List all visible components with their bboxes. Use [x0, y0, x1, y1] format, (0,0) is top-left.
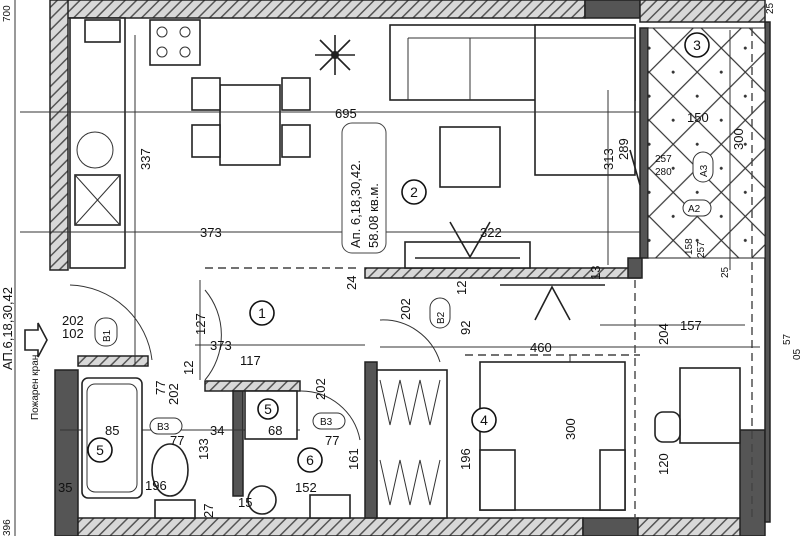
- dim: 35: [58, 480, 72, 495]
- area-label: 58.08 кв.м.: [366, 183, 381, 248]
- dim: 92: [458, 321, 473, 335]
- entrance-arrow-icon: [24, 322, 48, 358]
- dim: 695: [335, 106, 357, 121]
- dim: 77: [153, 381, 168, 395]
- dim: 150: [687, 110, 709, 125]
- room-number: 5: [96, 442, 104, 458]
- hydrant-label: Пожарен кран: [30, 355, 41, 420]
- apartment-label-box: [341, 122, 387, 254]
- apartment-label: Ап. 6,18,30,42.: [348, 160, 363, 248]
- dim: 12: [454, 281, 469, 295]
- tv-unit: [404, 221, 605, 321]
- room-number: 3: [693, 37, 701, 53]
- dim: 196: [458, 448, 473, 470]
- dim: 133: [196, 438, 211, 460]
- room-number: 4: [480, 412, 488, 428]
- toilet: [151, 443, 189, 497]
- dim: 257: [696, 241, 707, 258]
- dim: 25: [720, 266, 731, 278]
- dim: 289: [616, 138, 631, 160]
- dim: 204: [656, 323, 671, 345]
- dim: 313: [601, 148, 616, 170]
- door-tags: B1 B2 B3 B3 A3 A2: [94, 151, 714, 435]
- coffee-table: [439, 126, 501, 188]
- dim: 05: [792, 348, 800, 360]
- water-heater: [309, 494, 351, 519]
- bathtub: [81, 377, 143, 499]
- dim: 158: [684, 238, 695, 255]
- dim: 157: [680, 318, 702, 333]
- door-tag: B3: [320, 417, 333, 428]
- dim: 202: [313, 378, 328, 400]
- dim: 161: [346, 448, 361, 470]
- door-tag: A2: [688, 204, 701, 215]
- dining-table: [191, 77, 311, 166]
- room-markers: 1 2 3 4 5 6 5: [87, 32, 710, 473]
- dim: 373: [200, 225, 222, 240]
- dim: 77: [170, 433, 184, 448]
- dim: 300: [731, 128, 746, 150]
- dim: 196: [145, 478, 167, 493]
- plant-icon: [315, 35, 355, 75]
- dim: 700: [2, 5, 13, 22]
- wardrobe: [376, 369, 448, 519]
- dim: 322: [480, 225, 502, 240]
- dim: 117: [240, 353, 261, 368]
- dim: 202: [398, 298, 413, 320]
- dim: 102: [62, 326, 84, 341]
- door-tag: B2: [436, 311, 447, 324]
- dim: 460: [530, 340, 552, 355]
- dim: 396: [2, 519, 13, 536]
- dim: 127: [193, 313, 208, 335]
- dim: 280: [655, 167, 672, 178]
- dim: 12: [181, 361, 196, 375]
- dim: 27: [201, 504, 216, 518]
- dim: 57: [782, 333, 793, 345]
- room-number: 2: [410, 184, 418, 200]
- dim: 300: [563, 418, 578, 440]
- dim: 202: [62, 313, 84, 328]
- dim: 373: [210, 338, 232, 353]
- room-number: 6: [306, 452, 314, 468]
- sofa: [389, 24, 636, 176]
- side-label: АП.6,18,30,42: [0, 287, 15, 370]
- door-tag: A3: [699, 164, 710, 177]
- dim: 85: [105, 423, 119, 438]
- sink: [154, 499, 196, 519]
- door-swings: [69, 149, 641, 441]
- dim: 13: [588, 266, 603, 280]
- dim: 15: [238, 495, 252, 510]
- desk: [654, 367, 741, 444]
- dim: 337: [138, 148, 153, 170]
- washing-machine: [247, 485, 277, 515]
- dim: 24: [344, 276, 359, 290]
- kitchen-counter: [69, 17, 201, 269]
- dim: 68: [268, 423, 282, 438]
- balcony-tile-floor: [647, 27, 766, 259]
- dim: 120: [656, 453, 671, 475]
- dim: 257: [655, 154, 672, 165]
- dim: 77: [325, 433, 339, 448]
- bed: [479, 361, 626, 511]
- dim: 202: [166, 383, 181, 405]
- door-tag: B1: [102, 329, 113, 342]
- dim: 34: [210, 423, 224, 438]
- door-tag: B3: [157, 422, 170, 433]
- room-number: 5: [264, 401, 272, 417]
- dim: 25: [765, 2, 776, 14]
- dim: 152: [295, 480, 317, 495]
- room-number: 1: [258, 305, 266, 321]
